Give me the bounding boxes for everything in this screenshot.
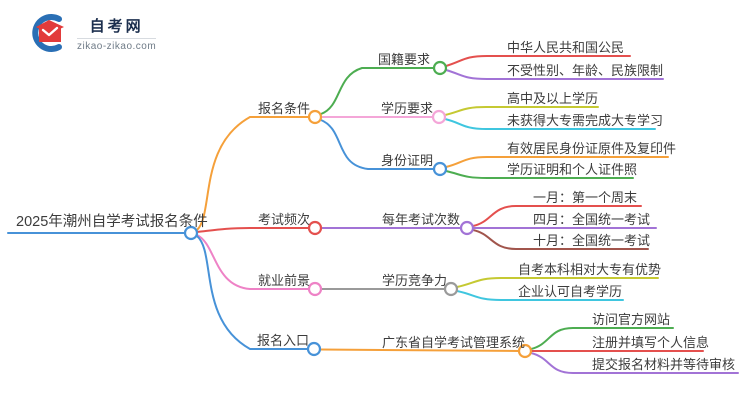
node-toggle-degree-competitiveness[interactable] bbox=[445, 283, 457, 295]
connector-photo-proof bbox=[446, 171, 633, 178]
connector-january bbox=[473, 206, 641, 226]
connector-id-card bbox=[446, 157, 668, 167]
node-education-requirement[interactable]: 学历要求 bbox=[381, 101, 434, 116]
node-id-card[interactable]: 有效居民身份证原件及复印件 bbox=[507, 141, 677, 156]
node-october[interactable]: 十月：全国统一考试 bbox=[533, 233, 651, 248]
connector-bachelor-advantage bbox=[457, 278, 658, 287]
node-toggle-registration-entrance[interactable] bbox=[308, 343, 320, 355]
connector-gd-system bbox=[320, 350, 519, 352]
connector-submit-materials bbox=[531, 353, 738, 373]
connector-nationality bbox=[321, 68, 434, 114]
connector-highschool-or-above bbox=[445, 107, 598, 115]
node-toggle-education-requirement[interactable] bbox=[433, 111, 445, 123]
node-toggle-exam-frequency[interactable] bbox=[309, 222, 321, 234]
connector-october bbox=[473, 230, 648, 249]
node-toggle-yearly-exam-count[interactable] bbox=[461, 222, 473, 234]
node-registration-conditions[interactable]: 报名条件 bbox=[258, 101, 311, 116]
node-college-completion[interactable]: 未获得大专需完成大专学习 bbox=[507, 113, 664, 128]
node-degree-competitiveness[interactable]: 学历竞争力 bbox=[382, 273, 448, 288]
node-toggle-employment-prospects[interactable] bbox=[309, 283, 321, 295]
site-logo: 自考网 zikao-zikao.com bbox=[28, 12, 157, 54]
node-gd-system[interactable]: 广东省自学考试管理系统 bbox=[382, 335, 526, 350]
node-toggle-gd-system[interactable] bbox=[519, 345, 531, 357]
node-nationality[interactable]: 国籍要求 bbox=[378, 52, 431, 67]
node-registration-entrance[interactable]: 报名入口 bbox=[257, 333, 310, 348]
node-toggle-nationality[interactable] bbox=[434, 62, 446, 74]
node-toggle-identity-proof[interactable] bbox=[434, 163, 446, 175]
connector-enterprise-recognition bbox=[457, 291, 623, 300]
connector-visit-website bbox=[531, 328, 673, 349]
node-yearly-exam-count[interactable]: 每年考试次数 bbox=[382, 212, 461, 227]
node-highschool-or-above[interactable]: 高中及以上学历 bbox=[507, 91, 599, 106]
node-january[interactable]: 一月：第一个周末 bbox=[533, 190, 638, 205]
node-visit-website[interactable]: 访问官方网站 bbox=[592, 312, 671, 327]
node-enterprise-recognition[interactable]: 企业认可自考学历 bbox=[518, 284, 623, 299]
logo-graduation-cap-icon bbox=[28, 12, 64, 54]
node-toggle-registration-conditions[interactable] bbox=[309, 111, 321, 123]
node-register-info[interactable]: 注册并填写个人信息 bbox=[592, 335, 710, 350]
node-employment-prospects[interactable]: 就业前景 bbox=[258, 273, 311, 288]
node-exam-frequency[interactable]: 考试频次 bbox=[258, 212, 311, 227]
connector-employment-prospects bbox=[197, 235, 309, 289]
connector-no-restrictions bbox=[446, 70, 663, 79]
node-april[interactable]: 四月：全国统一考试 bbox=[533, 212, 651, 227]
node-submit-materials[interactable]: 提交报名材料并等待审核 bbox=[592, 357, 736, 372]
connector-registration-entrance bbox=[197, 236, 308, 349]
logo-title: 自考网 bbox=[77, 15, 157, 39]
connector-exam-frequency bbox=[197, 228, 309, 232]
node-identity-proof[interactable]: 身份证明 bbox=[381, 153, 434, 168]
connector-registration-conditions bbox=[197, 117, 309, 230]
logo-domain: zikao-zikao.com bbox=[77, 40, 157, 52]
connector-prc-citizen bbox=[446, 56, 630, 66]
node-root[interactable]: 2025年潮州自学考试报名条件 bbox=[16, 214, 208, 230]
node-prc-citizen[interactable]: 中华人民共和国公民 bbox=[507, 40, 625, 55]
node-no-restrictions[interactable]: 不受性别、年龄、民族限制 bbox=[507, 63, 664, 78]
node-bachelor-advantage[interactable]: 自考本科相对大专有优势 bbox=[518, 262, 662, 277]
connector-identity-proof bbox=[321, 120, 434, 169]
node-toggle-root[interactable] bbox=[185, 227, 197, 239]
connector-college-completion bbox=[445, 119, 655, 129]
node-photo-proof[interactable]: 学历证明和个人证件照 bbox=[507, 162, 638, 177]
